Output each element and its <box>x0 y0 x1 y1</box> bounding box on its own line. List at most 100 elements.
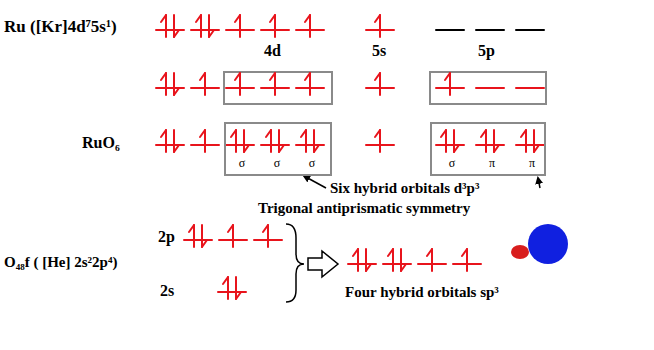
orbital-stroke <box>375 73 380 80</box>
hybrid-box <box>224 72 332 104</box>
orbital-stroke <box>201 225 203 247</box>
orbital-stroke <box>309 15 311 37</box>
bond-symbol: σ <box>309 157 315 169</box>
orbital-stroke <box>494 145 499 152</box>
orbital-stroke <box>516 29 544 31</box>
orbital-stroke <box>274 73 276 95</box>
orbital-stroke <box>266 130 271 137</box>
orbital-stroke <box>445 73 450 80</box>
orbital-stroke <box>204 130 206 152</box>
orbital-stroke <box>516 87 544 89</box>
orbital-stroke <box>534 145 539 152</box>
text-label: Trigonal antiprismatic symmetry <box>258 200 470 217</box>
orbital-stroke <box>200 15 202 37</box>
orbital-stroke <box>521 130 526 137</box>
orbital-stroke <box>454 145 459 152</box>
orbital-stroke <box>453 130 455 152</box>
bond-symbol: σ <box>449 157 455 169</box>
orbital-stroke <box>161 15 166 22</box>
bond-symbol: π <box>529 157 535 169</box>
orbital-stroke <box>235 15 240 22</box>
orbital-stroke <box>357 249 359 271</box>
orbital-stroke <box>161 73 166 80</box>
orbital-stroke <box>174 88 179 95</box>
orbital-stroke <box>476 29 504 31</box>
text-label: 4d <box>264 42 281 60</box>
orbital-stroke <box>174 145 179 152</box>
orbital-stroke <box>235 73 240 80</box>
brace <box>286 224 304 302</box>
orbital-stroke <box>244 145 249 152</box>
orbital-stroke <box>301 130 306 137</box>
orbital-stroke <box>449 73 451 95</box>
orbital-stroke <box>353 249 358 256</box>
orbital-stroke <box>365 249 367 271</box>
orbital-stroke <box>204 73 206 95</box>
orbital-stroke <box>193 225 195 247</box>
hybrid-box <box>430 72 546 104</box>
orbital-stroke <box>202 240 207 247</box>
bond-symbol: σ <box>274 157 280 169</box>
orbital-stroke <box>165 73 167 95</box>
text-label: 2p <box>158 228 175 246</box>
text-label: RuO₆ <box>82 134 120 152</box>
orbital-stroke <box>462 249 467 256</box>
bond-symbol: π <box>489 157 495 169</box>
hybrid-orbital-box: σππ <box>430 122 546 176</box>
orbital-stroke <box>196 15 201 22</box>
orbital-stroke <box>445 130 447 152</box>
orbital-stroke <box>436 29 464 31</box>
orbital-stroke <box>232 225 234 247</box>
orbital-stroke <box>174 30 179 37</box>
orbital-stroke <box>228 225 233 232</box>
orbital-stroke <box>227 277 229 299</box>
orbital-stroke <box>525 130 527 152</box>
orbital-stroke <box>243 130 245 152</box>
orbital-stroke <box>431 249 433 271</box>
text-label: Four hybrid orbitals sp³ <box>345 284 499 301</box>
text-label: 5s <box>372 42 386 60</box>
orbital-stroke <box>485 130 487 152</box>
orbital-stroke <box>305 130 307 152</box>
orbital-stroke <box>270 73 275 80</box>
bond-symbol: σ <box>239 157 245 169</box>
orbital-stroke <box>231 130 236 137</box>
orbital-stroke <box>392 249 394 271</box>
orbital-stroke <box>235 277 237 299</box>
orbital-stroke <box>189 225 194 232</box>
hybrid-orbital-box: σσσ <box>224 122 332 176</box>
orbital-stroke <box>401 264 406 271</box>
hollow-arrow <box>308 251 338 277</box>
orbital-stroke <box>270 130 272 152</box>
orbital-stroke <box>165 130 167 152</box>
orbital-stroke <box>476 87 504 89</box>
orbital-stroke <box>200 73 205 80</box>
orbital-stroke <box>235 130 237 152</box>
orbital-stroke <box>313 130 315 152</box>
orbital-stroke <box>375 15 380 22</box>
orbital-stroke <box>388 249 393 256</box>
orbital-stroke <box>493 130 495 152</box>
text-label: 2s <box>160 282 174 300</box>
orbital-stroke <box>400 249 402 271</box>
orbital-stroke <box>165 15 167 37</box>
orbital-stroke <box>223 277 228 284</box>
leader-arrow <box>304 176 326 188</box>
orbital-large-lobe <box>528 224 568 264</box>
orbital-stroke <box>533 130 535 152</box>
orbital-stroke <box>236 292 241 299</box>
orbital-stroke <box>379 15 381 37</box>
orbital-stroke <box>278 130 280 152</box>
orbital-stroke <box>366 264 371 271</box>
orbital-stroke <box>441 130 446 137</box>
orbital-stroke <box>314 145 319 152</box>
orbital-stroke <box>375 130 380 137</box>
orbital-stroke <box>161 130 166 137</box>
orbital-stroke <box>208 15 210 37</box>
orbital-stroke <box>379 73 381 95</box>
orbital-stroke <box>200 130 205 137</box>
orbital-stroke <box>466 249 468 271</box>
orbital-stroke <box>267 225 269 247</box>
text-label: Ru ([Kr]4d⁷5s¹) <box>4 18 117 37</box>
